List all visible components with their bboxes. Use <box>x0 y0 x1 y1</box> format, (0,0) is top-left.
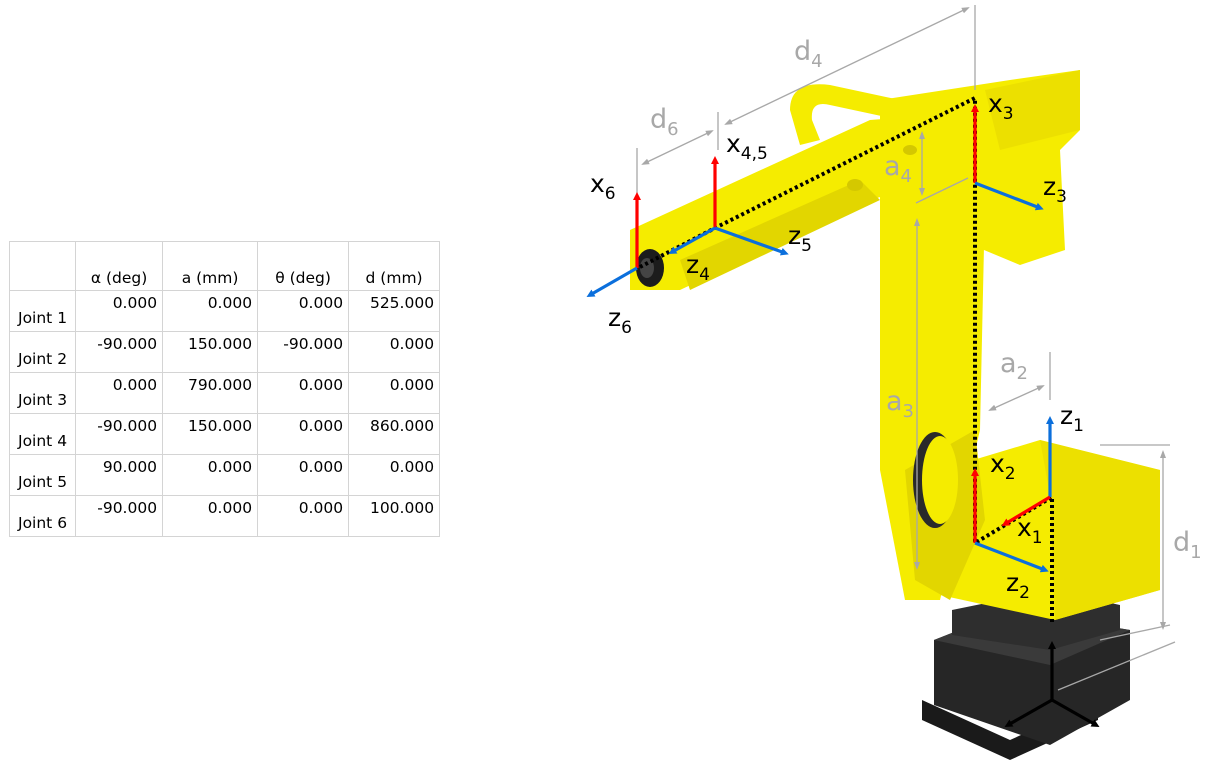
table-cell: 525.000 <box>348 290 441 332</box>
row-label: Joint 3 <box>8 372 77 414</box>
table-cell: 790.000 <box>162 372 259 414</box>
label-x45: x4,5 <box>726 129 768 164</box>
table-cell: 100.000 <box>348 495 441 537</box>
table-cell: -90.000 <box>75 413 164 455</box>
base-x-axis-arrow <box>1004 698 1053 727</box>
row-label: Joint 5 <box>8 454 77 496</box>
kinematic-chain-line <box>637 94 1054 622</box>
label-a3: a3 <box>886 386 914 422</box>
table-cell: 0.000 <box>162 454 259 496</box>
label-a4: a4 <box>884 151 912 187</box>
column-header-d: d (mm) <box>348 241 441 291</box>
table-cell: 0.000 <box>257 413 350 455</box>
frame-axes <box>586 104 1100 727</box>
z2-axis-arrow <box>974 541 1049 573</box>
label-z6: z6 <box>608 303 632 338</box>
table-corner-cell <box>8 241 77 291</box>
label-z2: z2 <box>1006 568 1030 603</box>
label-x1: x1 <box>1017 513 1043 548</box>
table-cell: 0.000 <box>257 372 350 414</box>
label-x6: x6 <box>590 169 616 204</box>
table-row: Joint 3 0.000 790.000 0.000 0.000 <box>8 372 441 414</box>
label-d4: d4 <box>794 36 823 72</box>
table-cell: 0.000 <box>348 454 441 496</box>
label-a2: a2 <box>1000 348 1028 384</box>
label-z4: z4 <box>686 250 710 285</box>
label-z3: z3 <box>1043 172 1067 207</box>
table-cell: 0.000 <box>75 290 164 332</box>
z4-axis-arrow <box>668 226 716 254</box>
dimension-labels: d4 d6 a4 a3 a2 d1 <box>650 36 1202 563</box>
label-z5: z5 <box>788 221 812 256</box>
table-cell: 90.000 <box>75 454 164 496</box>
table-cell: 0.000 <box>348 372 441 414</box>
table-cell: -90.000 <box>75 331 164 373</box>
table-cell: 0.000 <box>348 331 441 373</box>
dimension-lines <box>636 5 1176 691</box>
x1-axis-arrow <box>1001 495 1051 527</box>
robot-base <box>922 590 1130 760</box>
table-cell: 0.000 <box>257 495 350 537</box>
z3-axis-arrow <box>974 181 1044 211</box>
label-x2: x2 <box>990 449 1016 484</box>
table-row: Joint 5 90.000 0.000 0.000 0.000 <box>8 454 441 496</box>
label-d1: d1 <box>1173 527 1202 563</box>
table-cell: -90.000 <box>75 495 164 537</box>
row-label: Joint 2 <box>8 331 77 373</box>
z5-axis-arrow <box>714 226 789 256</box>
table-row: Joint 2 -90.000 150.000 -90.000 0.000 <box>8 331 441 373</box>
z6-axis-arrow <box>586 266 638 297</box>
label-d6: d6 <box>650 104 679 140</box>
table-row: Joint 1 0.000 0.000 0.000 525.000 <box>8 290 441 332</box>
table-cell: 150.000 <box>162 413 259 455</box>
column-header-theta: θ (deg) <box>257 241 350 291</box>
table-cell: 0.000 <box>257 454 350 496</box>
label-x3: x3 <box>988 89 1014 124</box>
robot-body <box>630 70 1160 620</box>
dh-parameter-table: α (deg) a (mm) θ (deg) d (mm) Joint 1 0.… <box>8 241 441 537</box>
table-cell: 860.000 <box>348 413 441 455</box>
base-y-axis-arrow <box>1051 698 1100 727</box>
table-row: Joint 6 -90.000 0.000 0.000 100.000 <box>8 495 441 537</box>
row-label: Joint 1 <box>8 290 77 332</box>
label-z1: z1 <box>1060 401 1084 436</box>
row-label: Joint 6 <box>8 495 77 537</box>
frame-labels: x3 z3 x4,5 x6 z5 z4 z6 z1 x2 x1 z2 <box>590 89 1084 603</box>
